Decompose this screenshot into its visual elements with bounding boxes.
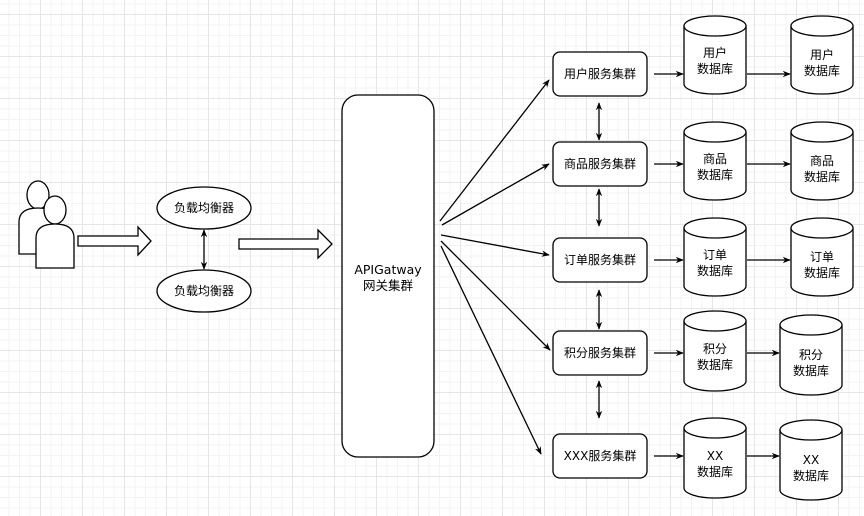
database-label-line2: 数据库 (793, 468, 829, 483)
database-label-line2: 数据库 (697, 263, 733, 278)
load-balancer-1-label: 负载均衡器 (174, 201, 234, 215)
users-to-lb-arrow (77, 225, 152, 257)
database-label-line2: 数据库 (804, 63, 840, 78)
service-cluster-box[interactable]: 订单服务集群 (552, 237, 648, 283)
gateway-to-product-service-arrow (441, 163, 550, 226)
service-cluster-label: 商品服务集群 (564, 156, 636, 171)
gateway-label-line1: APIGatway (354, 262, 422, 277)
database-label-line1: 积分 (703, 342, 727, 356)
gateway-to-points-service-arrow (440, 240, 551, 351)
gateway-to-xxx-service-arrow (440, 245, 542, 455)
service-cluster-box[interactable]: 商品服务集群 (552, 141, 648, 187)
database-label-line1: 用户 (703, 45, 727, 60)
load-balancer-2[interactable]: 负载均衡器 (156, 269, 252, 313)
gateway-to-user-service-arrow (439, 79, 550, 222)
users-icon (18, 180, 75, 269)
service-rows: 用户服务集群用户数据库用户数据库商品服务集群商品数据库商品数据库订单服务集群订单… (552, 15, 854, 501)
service-cluster-label: 订单服务集群 (564, 252, 636, 267)
load-balancer-1[interactable]: 负载均衡器 (156, 186, 252, 230)
database-label-line1: 订单 (810, 250, 834, 264)
database-label-line2: 数据库 (804, 265, 840, 280)
gateway-label-line2: 网关集群 (363, 278, 414, 293)
service-row: 商品服务集群商品数据库商品数据库 (552, 121, 854, 201)
api-gateway[interactable]: APIGatway 网关集群 (341, 94, 435, 458)
load-balancer-2-label: 负载均衡器 (174, 284, 234, 298)
database-label-line1: XX (707, 449, 723, 463)
gateway-fanout-arrows (439, 79, 551, 455)
service-cluster-box[interactable]: 积分服务集群 (552, 330, 648, 376)
database-label-line1: 用户 (810, 47, 834, 62)
service-cluster-box[interactable]: XXX服务集群 (552, 433, 648, 479)
database-label-line1: 商品 (703, 151, 727, 166)
database-label-line2: 数据库 (793, 363, 829, 378)
database-label-line2: 数据库 (697, 61, 733, 76)
service-row: 积分服务集群积分数据库积分数据库 (552, 310, 843, 396)
database-label-line2: 数据库 (697, 357, 733, 372)
service-cluster-box[interactable]: 用户服务集群 (552, 51, 648, 97)
database-label-line2: 数据库 (697, 167, 733, 182)
service-row: 订单服务集群订单数据库订单数据库 (552, 217, 854, 297)
database-label-line1: XX (803, 453, 819, 467)
service-cluster-label: 积分服务集群 (564, 345, 636, 360)
lb-to-gateway-arrow (238, 228, 333, 260)
service-cluster-label: 用户服务集群 (564, 66, 636, 81)
gateway-to-order-service-arrow (440, 234, 550, 257)
database-label-line1: 订单 (703, 248, 727, 262)
database-label-line1: 积分 (799, 348, 823, 362)
database-label-line1: 商品 (810, 153, 834, 168)
service-cluster-label: XXX服务集群 (564, 448, 637, 463)
database-label-line2: 数据库 (804, 169, 840, 184)
database-label-line2: 数据库 (697, 464, 733, 479)
